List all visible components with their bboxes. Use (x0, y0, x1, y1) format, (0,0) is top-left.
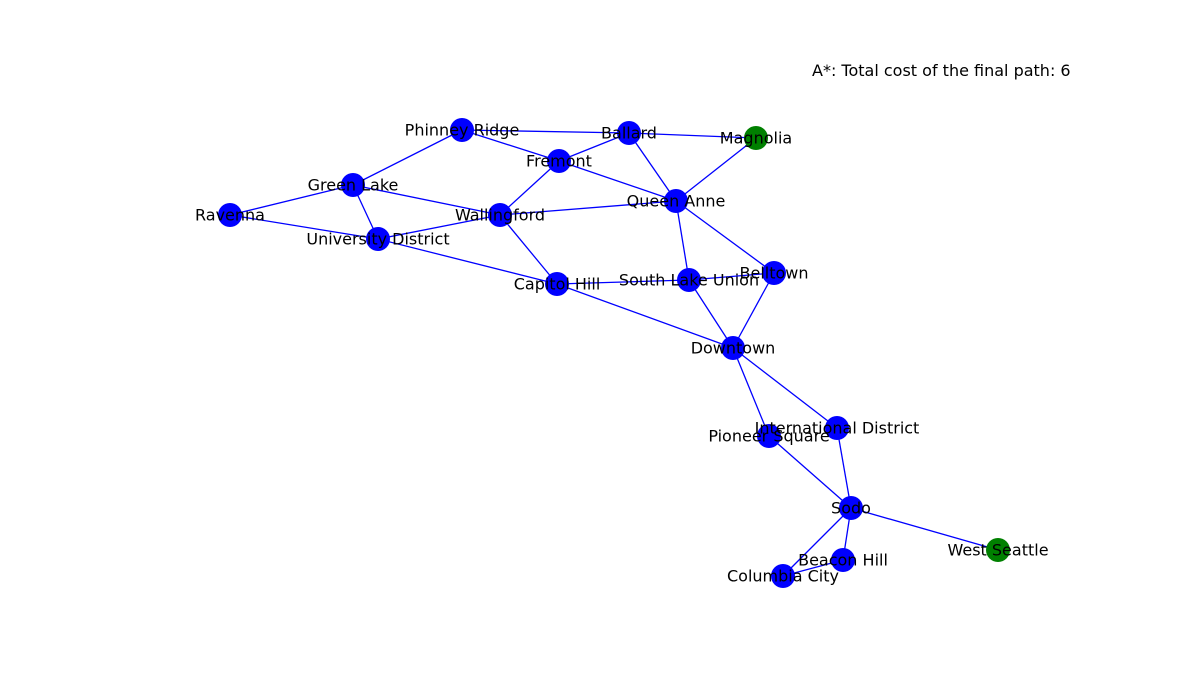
edge-phinney-ridge-fremont (461, 129, 560, 162)
node-label-ballard: Ballard (601, 124, 657, 143)
edge-phinney-ridge-green-lake (352, 129, 463, 186)
edge-magnolia-queen-anne (675, 137, 757, 202)
node-phinney-ridge (450, 118, 474, 142)
node-label-columbia-city: Columbia City (727, 567, 839, 586)
node-pioneer-square (757, 424, 781, 448)
edge-downtown-pioneer-square (732, 347, 770, 437)
node-label-pioneer-square: Pioneer Square (708, 427, 829, 446)
node-university-district (366, 227, 390, 251)
node-label-ravenna: Ravenna (195, 206, 265, 225)
edge-pioneer-square-sodo (768, 435, 852, 509)
node-magnolia (744, 126, 768, 150)
edge-ballard-queen-anne (628, 132, 677, 202)
node-belltown (762, 261, 786, 285)
node-international-district (825, 416, 849, 440)
edge-ballard-magnolia (628, 132, 757, 139)
node-south-lake-union (677, 268, 701, 292)
node-label-fremont: Fremont (526, 152, 592, 171)
node-label-phinney-ridge: Phinney Ridge (405, 121, 520, 140)
node-fremont (547, 149, 571, 173)
node-label-queen-anne: Queen Anne (627, 192, 726, 211)
edge-international-district-sodo (836, 427, 852, 509)
node-capitol-hill (545, 272, 569, 296)
node-label-south-lake-union: South Lake Union (619, 271, 759, 290)
node-columbia-city (771, 564, 795, 588)
node-label-beacon-hill: Beacon Hill (798, 551, 888, 570)
edge-capitol-hill-downtown (556, 283, 734, 349)
edge-wallingford-university-district (377, 214, 501, 240)
node-label-international-district: International District (755, 419, 920, 438)
nodes-layer (218, 118, 1010, 588)
path-cost-title: A*: Total cost of the final path: 6 (812, 61, 1071, 80)
edge-south-lake-union-downtown (688, 279, 734, 349)
node-label-capitol-hill: Capitol Hill (514, 275, 601, 294)
edge-ballard-fremont (558, 132, 630, 162)
edge-university-district-capitol-hill (377, 238, 558, 285)
labels-layer: Ballard Magnolia Phinney RidgeFremontGreen… (195, 121, 1049, 586)
edge-fremont-wallingford (499, 160, 560, 216)
edge-wallingford-capitol-hill (499, 214, 558, 285)
edge-green-lake-wallingford (352, 184, 501, 216)
edge-south-lake-union-belltown (688, 272, 775, 281)
node-ballard (617, 121, 641, 145)
node-label-belltown: Belltown (740, 264, 809, 283)
node-green-lake (341, 173, 365, 197)
edge-phinney-ridge-ballard (461, 129, 630, 134)
edge-ravenna-university-district (229, 214, 379, 240)
node-beacon-hill (831, 548, 855, 572)
edge-fremont-queen-anne (558, 160, 677, 202)
node-label-sodo: Sodo (831, 499, 871, 518)
node-label-magnolia: Magnolia (720, 129, 792, 148)
edge-sodo-columbia-city (782, 507, 852, 577)
node-queen-anne (664, 189, 688, 213)
node-ravenna (218, 203, 242, 227)
node-label-university-district: University District (306, 230, 449, 249)
node-label-wallingford: Wallingford (455, 206, 545, 225)
edges-layer (229, 129, 999, 577)
edge-belltown-downtown (732, 272, 775, 349)
node-west-seattle (986, 538, 1010, 562)
node-sodo (839, 496, 863, 520)
node-label-west-seattle: West Seattle (947, 541, 1048, 560)
edge-queen-anne-south-lake-union (675, 200, 690, 281)
edge-downtown-international-district (732, 347, 838, 429)
node-label-green-lake: Green Lake (308, 176, 399, 195)
edge-green-lake-ravenna (229, 184, 354, 216)
edge-sodo-west-seattle (850, 507, 999, 551)
node-wallingford (488, 203, 512, 227)
edge-queen-anne-belltown (675, 200, 775, 274)
edge-capitol-hill-south-lake-union (556, 279, 690, 285)
node-downtown (721, 336, 745, 360)
node-label-downtown: Downtown (691, 339, 776, 358)
edge-wallingford-queen-anne (499, 200, 677, 216)
